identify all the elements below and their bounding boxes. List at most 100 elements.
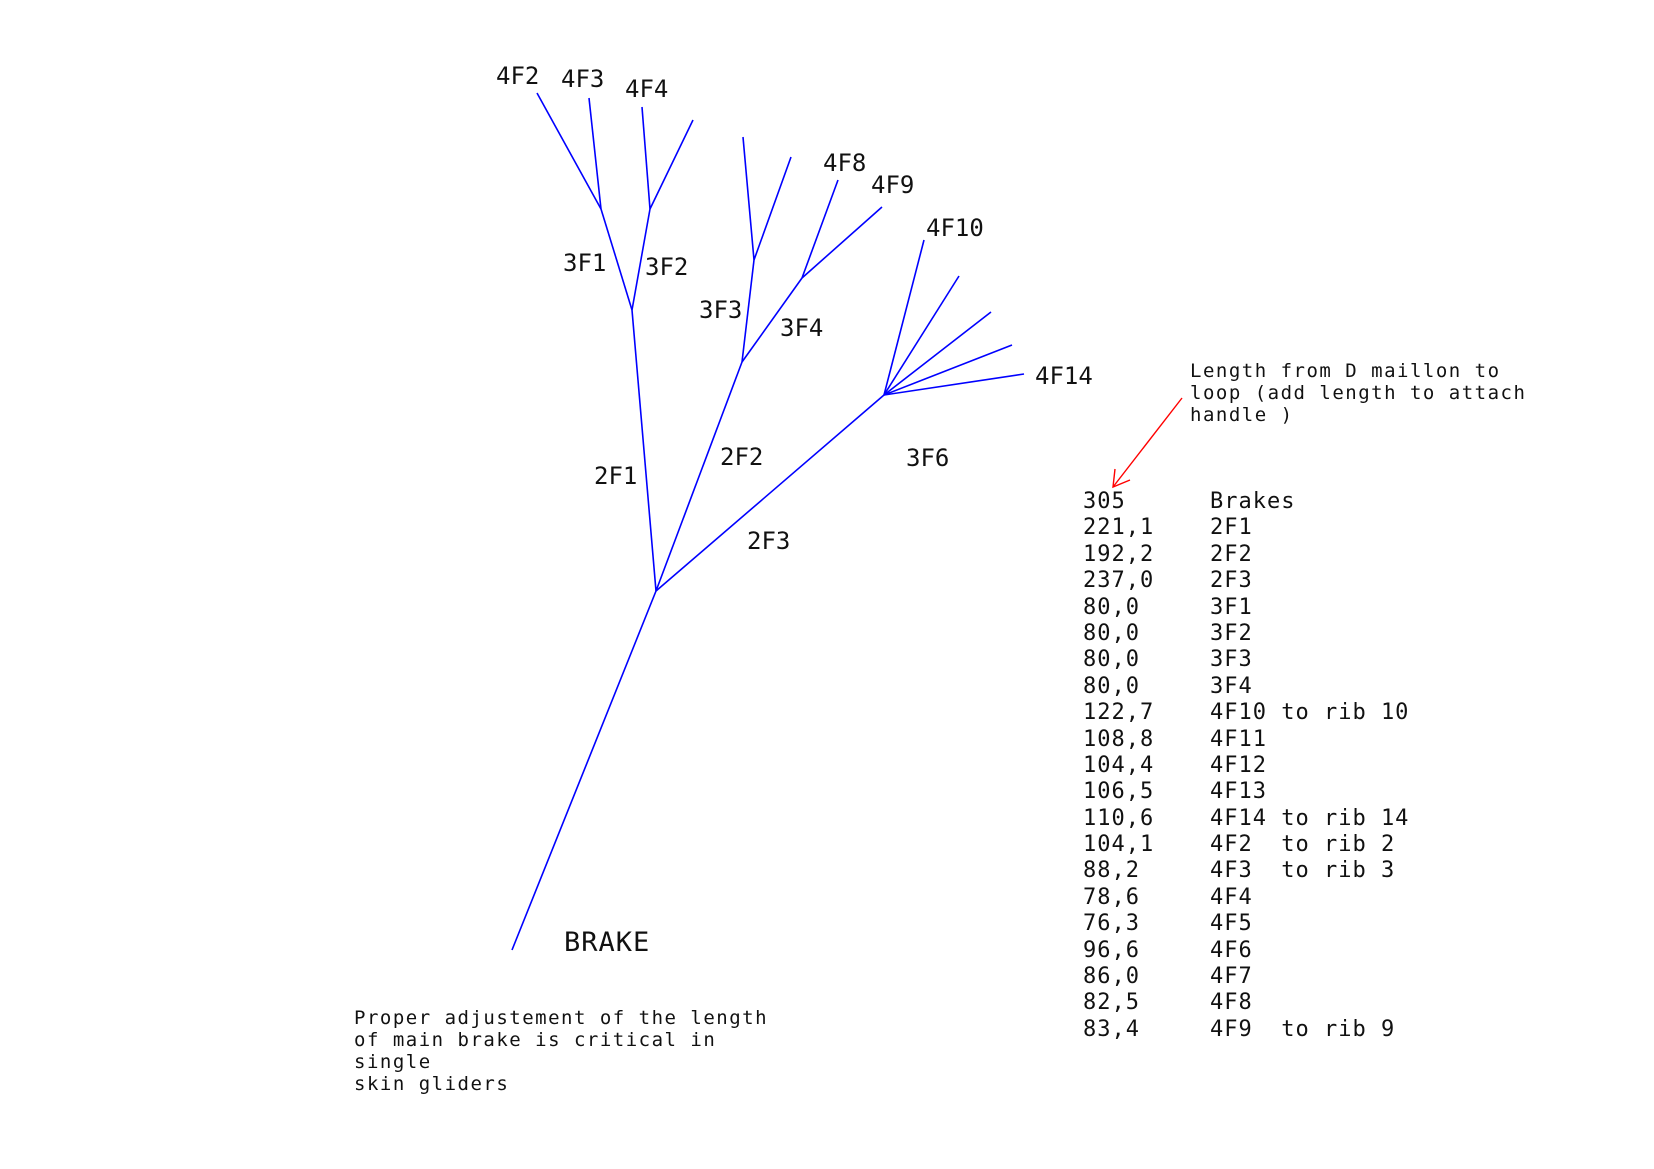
- label-3F6: 3F6: [906, 444, 949, 472]
- table-header-name: Brakes: [1210, 489, 1296, 514]
- leader-note: Length from D maillon to loop (add lengt…: [1190, 360, 1527, 426]
- table-cell-name: 4F7: [1210, 964, 1253, 990]
- table-cell-name: 4F12: [1210, 752, 1267, 778]
- table-cell-value: 108,8: [1083, 726, 1155, 752]
- table-cell-name: 4F3 to rib 3: [1210, 858, 1396, 884]
- line-4F8: [801, 179, 839, 279]
- leader-arrow-head: [1112, 468, 1131, 489]
- line-3F4: [741, 277, 803, 363]
- table-row: 80,0 3F1: [1083, 595, 1409, 621]
- label-2F1: 2F1: [594, 462, 637, 490]
- table-cell-name: 2F2: [1210, 541, 1253, 567]
- table-cell-name: 3F2: [1210, 620, 1253, 646]
- table-header-row: 305 Brakes: [1083, 489, 1409, 515]
- table-cell-name: 4F14 to rib 14: [1210, 805, 1410, 831]
- table-cell-value: 86,0: [1083, 964, 1140, 990]
- label-3F3: 3F3: [699, 296, 742, 324]
- line-4F10: [883, 239, 925, 396]
- critical-note: Proper adjustement of the length of main…: [354, 1007, 769, 1095]
- table-cell-value: 82,5: [1083, 990, 1140, 1016]
- leader-arrow-shaft: [1112, 397, 1183, 488]
- table-cell-name: 4F2 to rib 2: [1210, 832, 1396, 858]
- line-4F9: [801, 206, 883, 279]
- line-4F5: [649, 119, 694, 210]
- table-cell-name: 4F6: [1210, 937, 1253, 963]
- table-cell-value: 80,0: [1083, 594, 1140, 620]
- table-cell-value: 110,6: [1083, 805, 1155, 831]
- table-row: 108,8 4F11: [1083, 727, 1409, 753]
- line-4F7: [753, 156, 792, 261]
- table-cell-name: 3F1: [1210, 594, 1253, 620]
- line-4F4: [641, 106, 651, 210]
- table-cell-value: 78,6: [1083, 884, 1140, 910]
- table-row: 82,5 4F8: [1083, 990, 1409, 1016]
- line-4F13: [883, 344, 1013, 396]
- label-4F4: 4F4: [625, 75, 668, 103]
- table-cell-name: 4F13: [1210, 779, 1267, 805]
- table-row: 80,0 3F2: [1083, 621, 1409, 647]
- line-4F6: [742, 136, 755, 261]
- table-cell-name: 4F8: [1210, 990, 1253, 1016]
- line-4F11: [883, 275, 960, 396]
- table-cell-name: 4F10 to rib 10: [1210, 700, 1410, 726]
- leader-arrow: [1112, 397, 1183, 489]
- table-cell-name: 3F3: [1210, 647, 1253, 673]
- table-cell-name: 4F5: [1210, 911, 1253, 937]
- table-row: 192,2 2F2: [1083, 542, 1409, 568]
- brake-lines: [511, 92, 1025, 951]
- table-cell-name: 4F4: [1210, 884, 1253, 910]
- table-cell-value: 104,4: [1083, 752, 1155, 778]
- table-row: 86,0 4F7: [1083, 964, 1409, 990]
- line-4F12: [883, 311, 992, 396]
- table-row: 110,6 4F14 to rib 14: [1083, 806, 1409, 832]
- table-cell-value: 221,1: [1083, 515, 1155, 541]
- line-3F1: [600, 208, 633, 311]
- label-4F3: 4F3: [561, 65, 604, 93]
- table-cell-value: 122,7: [1083, 700, 1155, 726]
- label-4F8: 4F8: [823, 149, 866, 177]
- label-2F2: 2F2: [720, 443, 763, 471]
- main-brake-line: [511, 590, 657, 951]
- table-header-value: 305: [1083, 489, 1126, 514]
- table-row: 88,2 4F3 to rib 3: [1083, 858, 1409, 884]
- table-row: 104,4 4F12: [1083, 753, 1409, 779]
- label-brake: BRAKE: [564, 927, 650, 958]
- table-cell-value: 237,0: [1083, 568, 1155, 594]
- table-cell-value: 192,2: [1083, 541, 1155, 567]
- line-4F2: [536, 92, 602, 210]
- label-3F4: 3F4: [780, 314, 823, 342]
- label-3F2: 3F2: [645, 253, 688, 281]
- table-cell-value: 80,0: [1083, 647, 1140, 673]
- table-row: 122,7 4F10 to rib 10: [1083, 700, 1409, 726]
- line-3F2: [631, 208, 651, 311]
- label-4F9: 4F9: [871, 171, 914, 199]
- label-2F3: 2F3: [747, 527, 790, 555]
- table-cell-name: 3F4: [1210, 673, 1253, 699]
- table-cell-value: 83,4: [1083, 1016, 1140, 1042]
- table-cell-value: 80,0: [1083, 620, 1140, 646]
- table-row: 80,0 3F3: [1083, 647, 1409, 673]
- table-cell-value: 88,2: [1083, 858, 1140, 884]
- line-2F1: [631, 309, 657, 592]
- label-4F14: 4F14: [1035, 362, 1093, 390]
- table-cell-name: 2F1: [1210, 515, 1253, 541]
- line-2F2: [655, 361, 743, 592]
- line-4F3: [588, 97, 602, 210]
- label-3F1: 3F1: [563, 249, 606, 277]
- label-4F10: 4F10: [926, 214, 984, 242]
- table-cell-value: 76,3: [1083, 911, 1140, 937]
- table-row: 221,1 2F1: [1083, 515, 1409, 541]
- label-4F2: 4F2: [496, 62, 539, 90]
- line-4F14: [883, 373, 1025, 396]
- table-cell-name: 4F11: [1210, 726, 1267, 752]
